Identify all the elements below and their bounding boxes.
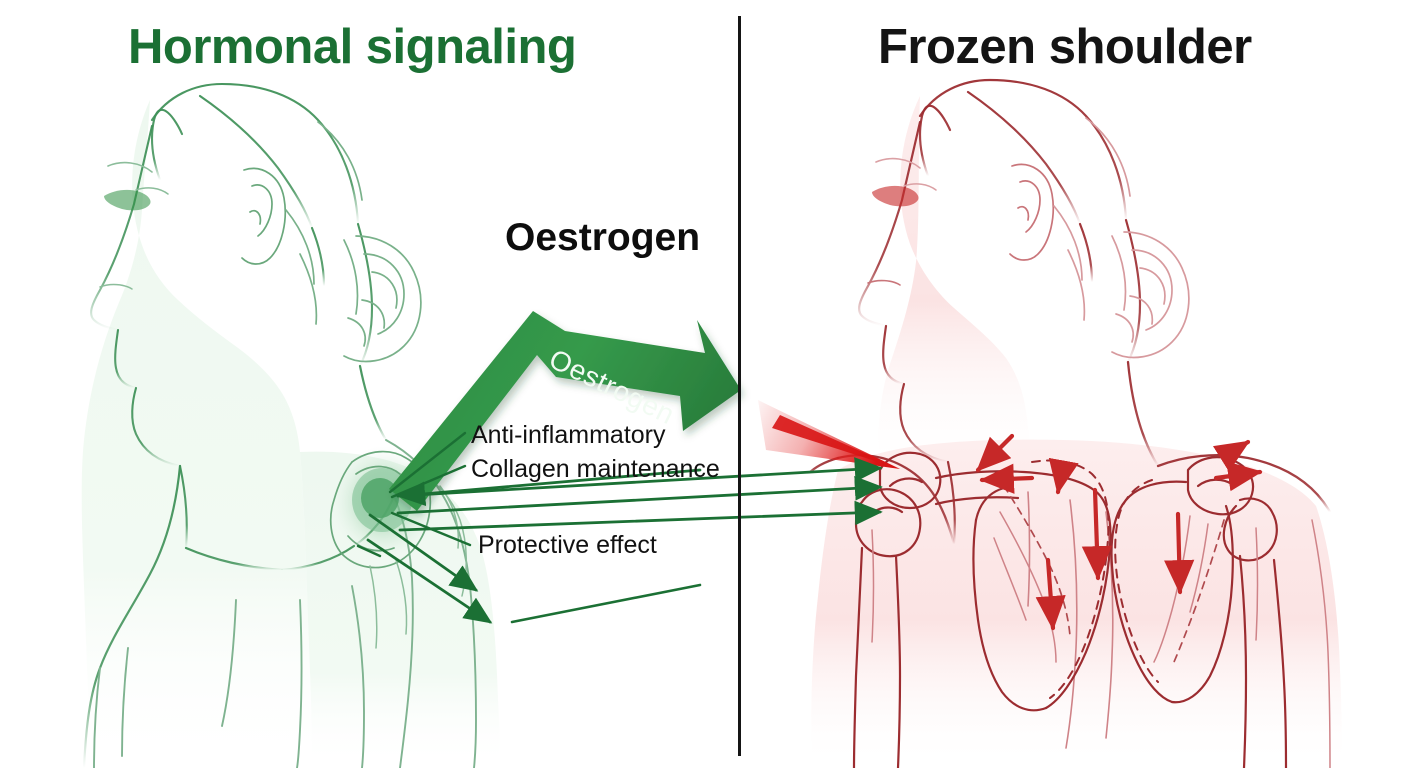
leader-collagen — [390, 464, 467, 499]
arrow-right-acromion-up — [1212, 439, 1251, 472]
arrow-scapula-retract — [979, 463, 1035, 494]
right-panel-left-scapula-detail — [871, 511, 1057, 663]
right-torso-outline — [806, 360, 1332, 546]
left-body-fill — [81, 100, 500, 768]
red-motion-arrows — [975, 433, 1263, 631]
right-back-lines — [1027, 491, 1114, 749]
left-panel-title: Hormonal signaling — [128, 20, 577, 74]
right-panel-title: Frozen shoulder — [878, 20, 1252, 74]
left-face-features — [99, 161, 169, 290]
left-back-arm — [93, 439, 477, 768]
left-shoulder-joint — [329, 446, 468, 649]
red-gradient-wedge — [758, 400, 900, 469]
oestrogen-heading: Oestrogen — [505, 216, 701, 259]
lower-long-leader — [510, 583, 702, 624]
green-arrow-label: Oestrogen — [544, 343, 680, 431]
right-panel-left-scapula — [852, 451, 1112, 768]
arrow-to-right-shoulder-3 — [398, 500, 883, 532]
arrow-scapula-depress — [1048, 457, 1079, 495]
left-ear — [241, 167, 287, 265]
leader-protective — [390, 511, 472, 547]
left-head-outline — [90, 82, 374, 550]
arrow-scapula-inferior — [1035, 557, 1066, 631]
callout-anti-inflammatory: Anti-inflammatory — [471, 421, 666, 449]
left-hair — [285, 121, 422, 363]
arrow-right-scapula-lateral — [1213, 461, 1263, 492]
arrow-mid-back-down — [1081, 487, 1113, 581]
right-body-fill — [811, 96, 1342, 768]
arrow-to-right-shoulder-2 — [396, 476, 883, 515]
right-ear — [1009, 163, 1055, 261]
arrow-right-scapula-inferior — [1164, 511, 1195, 595]
callout-leader-lines — [356, 431, 472, 558]
arrow-down-left-clavicle — [975, 433, 1015, 473]
right-hair — [1053, 117, 1190, 359]
left-arm-down-arrows — [366, 513, 493, 624]
right-face-features — [867, 157, 937, 286]
right-panel-right-scapula-detail — [1153, 515, 1331, 768]
leader-anti-inflammatory — [388, 431, 467, 494]
left-torso-outline — [82, 364, 396, 768]
leader-joint-lower — [356, 544, 382, 558]
callout-protective-effect: Protective effect — [478, 531, 657, 559]
right-panel-right-scapula — [1110, 456, 1288, 768]
panel-divider — [738, 16, 741, 756]
down-arrow-2 — [366, 538, 493, 624]
down-arrow-1 — [368, 513, 479, 592]
right-head-outline — [858, 78, 1142, 546]
callout-collagen-maintenance: Collagen maintenance — [471, 455, 720, 483]
